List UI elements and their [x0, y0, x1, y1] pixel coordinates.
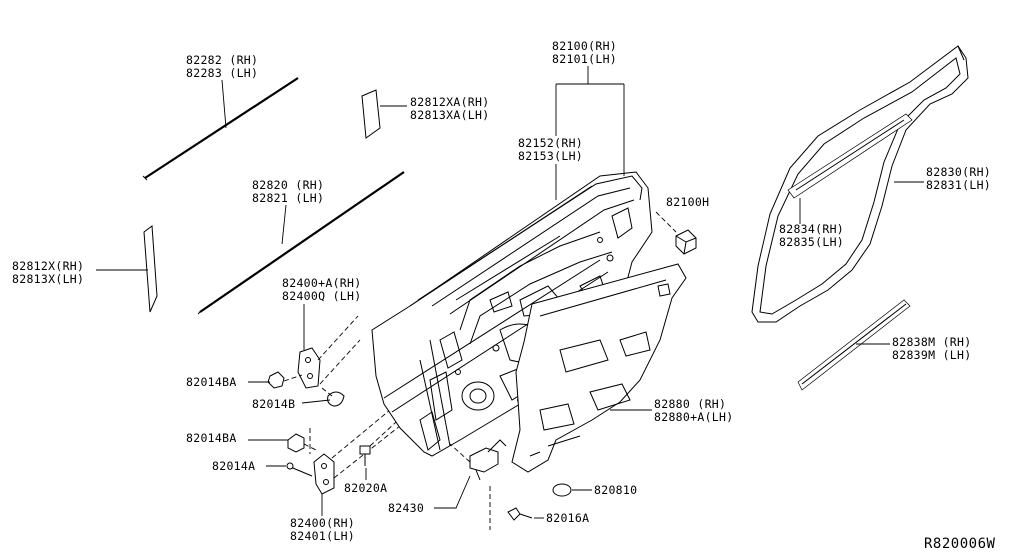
diagram-code: R820006W [924, 536, 996, 552]
callout-82014b: 82014B [252, 397, 331, 411]
callout-82400a-rh: 82400+A(RH) [282, 276, 361, 290]
callout-82282: 82282 (RH) 82283 (LH) [186, 53, 258, 129]
callout-820810-text: 820810 [594, 483, 637, 497]
callout-82400-lh: 82401(LH) [290, 529, 355, 543]
callout-82100-lh: 82101(LH) [552, 52, 617, 66]
callout-82100-rh: 82100(RH) [552, 39, 617, 53]
callout-82014b-text: 82014B [252, 397, 295, 411]
plug-part [552, 483, 572, 497]
callout-82812x: 82812X(RH) 82813X(LH) [12, 259, 148, 286]
callout-82880-rh: 82880 (RH) [654, 397, 726, 411]
callout-82812x-lh: 82813X(LH) [12, 272, 84, 286]
bolt-82014b-part [321, 387, 345, 407]
bolt-82014ba-lower-part [287, 433, 317, 453]
callout-82282-lh: 82283 (LH) [186, 66, 258, 80]
check-link-part [449, 439, 507, 481]
callout-820810: 820810 [572, 483, 637, 497]
door-shell-part [371, 171, 653, 457]
outer-molding-part [142, 77, 299, 181]
callout-82830-rh: 82830(RH) [926, 165, 991, 179]
front-tape-part [361, 89, 381, 139]
callout-82830: 82830(RH) 82831(LH) [894, 165, 991, 192]
upper-hinge-part [297, 315, 361, 389]
callout-82838m-lh: 82839M (LH) [892, 348, 971, 362]
callout-82014ba-upper: 82014BA [186, 375, 270, 389]
callout-82820: 82820 (RH) 82821 (LH) [252, 178, 324, 245]
callout-82100h: 82100H [666, 195, 709, 209]
callout-82152-lh: 82153(LH) [518, 149, 583, 163]
callout-82400: 82400(RH) 82401(LH) [290, 494, 355, 543]
callout-82014ba-upper-text: 82014BA [186, 375, 237, 389]
callout-82812xa: 82812XA(RH) 82813XA(LH) [380, 95, 489, 122]
sash-part [409, 185, 593, 307]
callout-82812xa-rh: 82812XA(RH) [410, 95, 489, 109]
callout-82100: 82100(RH) 82101(LH) [552, 39, 625, 176]
weatherstrip-glass-part [787, 113, 913, 199]
callout-82838m: 82838M (RH) 82839M (LH) [856, 335, 971, 362]
callout-82834-lh: 82835(LH) [779, 235, 844, 249]
callout-82830-lh: 82831(LH) [926, 178, 991, 192]
lower-weatherstrip-part [797, 299, 911, 391]
callout-82838m-rh: 82838M (RH) [892, 335, 971, 349]
callout-82812x-rh: 82812X(RH) [12, 259, 84, 273]
callout-82014ba-lower: 82014BA [186, 431, 288, 445]
sealing-screen-part [511, 263, 687, 473]
callout-82020a: 82020A [344, 468, 387, 495]
callout-82880-lh: 82880+A(LH) [654, 410, 733, 424]
callout-82820-lh: 82821 (LH) [252, 191, 324, 205]
callout-82400a-lh: 82400Q (LH) [282, 289, 361, 303]
callout-82020a-text: 82020A [344, 481, 387, 495]
inner-weatherstrip-part [197, 171, 405, 315]
callout-82152: 82152(RH) 82153(LH) [518, 136, 583, 200]
callout-82430: 82430 [388, 475, 471, 515]
callout-82400a: 82400+A(RH) 82400Q (LH) [282, 276, 361, 350]
sash-tape-part [143, 225, 158, 313]
screw-82016a-part [489, 486, 533, 530]
bolt-82014a-part [286, 462, 313, 477]
callout-82834-rh: 82834(RH) [779, 222, 844, 236]
callout-82834: 82834(RH) 82835(LH) [779, 198, 844, 249]
callout-82282-rh: 82282 (RH) [186, 53, 258, 67]
callout-82014a: 82014A [212, 459, 286, 473]
callout-82014ba-lower-text: 82014BA [186, 431, 237, 445]
callout-82014a-text: 82014A [212, 459, 255, 473]
bumper-rubber-part [655, 211, 697, 255]
callout-82812xa-lh: 82813XA(LH) [410, 108, 489, 122]
lower-hinge-part [309, 409, 411, 495]
callout-82820-rh: 82820 (RH) [252, 178, 324, 192]
callout-82100h-text: 82100H [666, 195, 709, 209]
callout-82430-text: 82430 [388, 501, 424, 515]
callout-82400-rh: 82400(RH) [290, 516, 355, 530]
callout-82152-rh: 82152(RH) [518, 136, 583, 150]
callout-82880: 82880 (RH) 82880+A(LH) [610, 397, 733, 424]
bolt-82014ba-upper-part [267, 371, 303, 389]
callout-82016a: 82016A [534, 511, 589, 525]
callout-82016a-text: 82016A [546, 511, 589, 525]
body-weatherstrip-part [751, 45, 969, 323]
